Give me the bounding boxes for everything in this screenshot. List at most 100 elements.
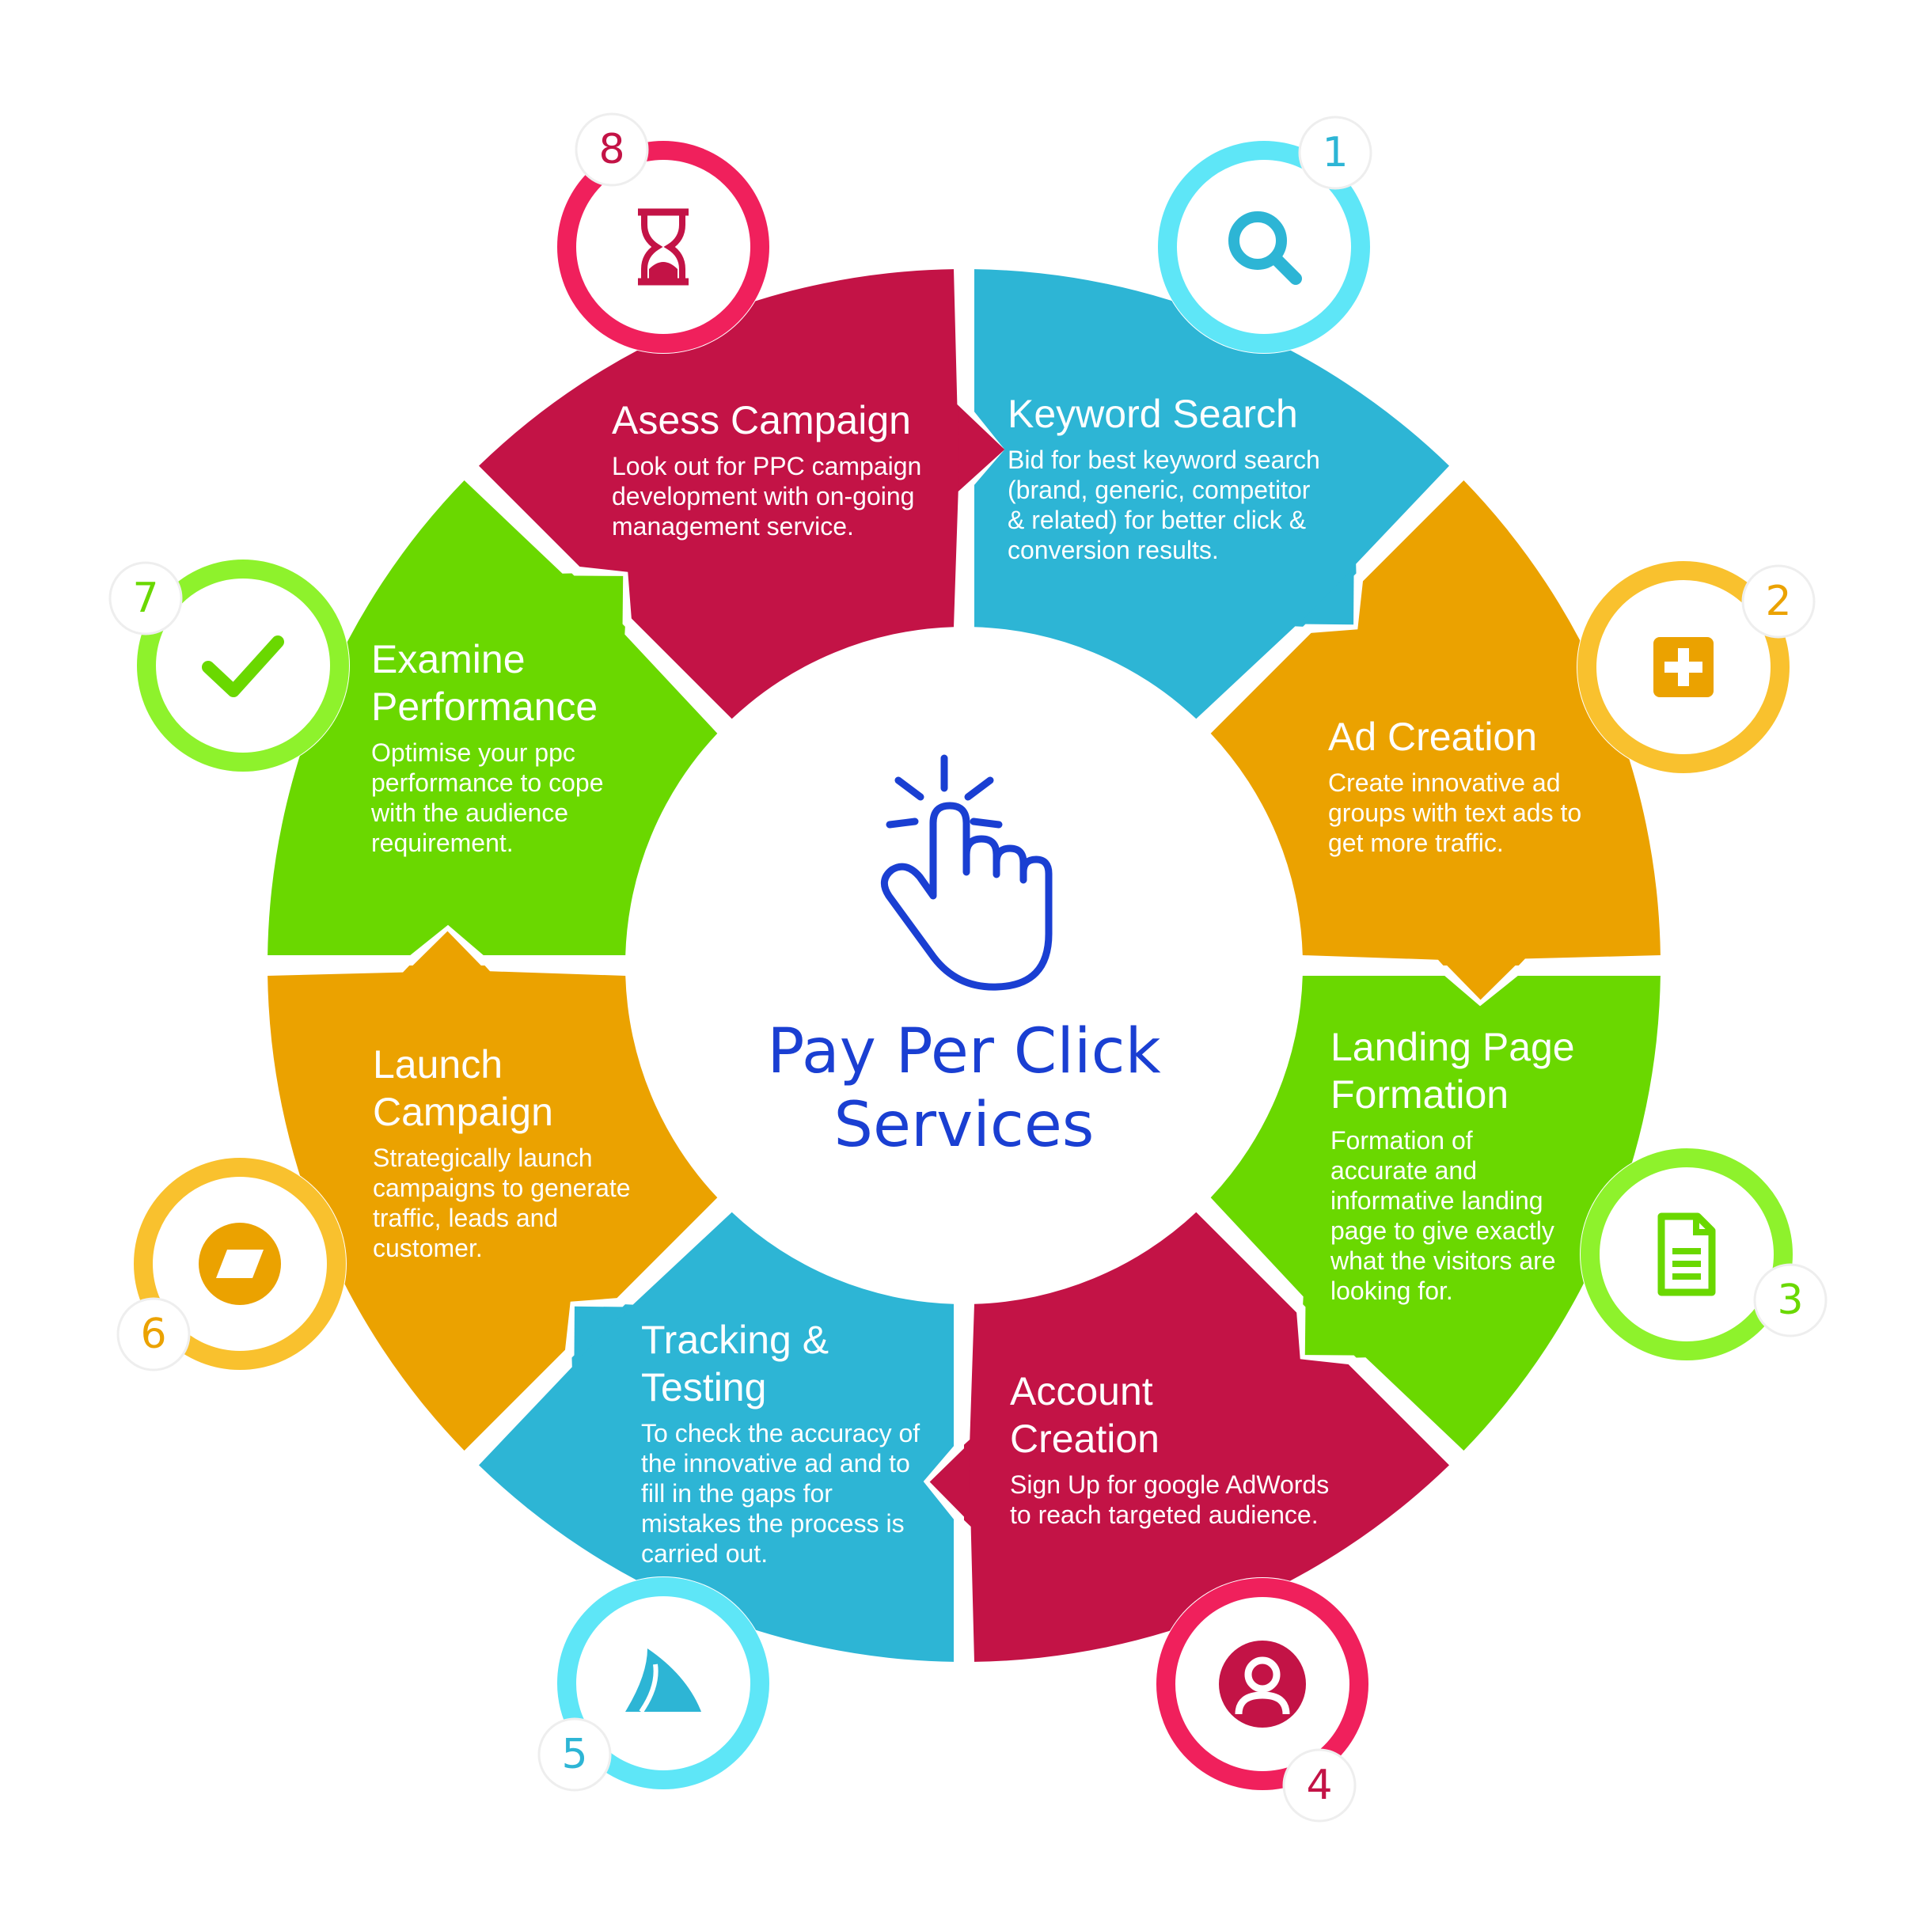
step-title: Creation [1010,1417,1160,1461]
step-number: 6 [140,1311,166,1358]
step-description-line: mistakes the process is [641,1509,905,1538]
badge-ring [1581,1148,1793,1360]
badge-ring [1577,561,1790,773]
step-description-line: Look out for PPC campaign [612,452,921,480]
step-title: Landing Page [1330,1025,1575,1069]
step-description-line: what the visitors are [1330,1246,1556,1275]
checkmark-icon [202,635,284,697]
badge-ring [557,1577,769,1789]
ring-segments [268,269,1661,1662]
segment-arrow [1441,959,1521,1000]
step-4-badge: 4 [1156,1577,1369,1823]
step-description-line: informative landing [1330,1186,1543,1215]
search-icon [1228,211,1302,285]
segment-arrow [1298,567,1354,625]
step-number-badge: 2 [1741,564,1816,639]
step-title: Testing [641,1365,766,1409]
step-number: 8 [598,126,624,173]
add-square-icon [1653,637,1714,697]
step-number: 7 [132,575,158,622]
center-hub: Pay Per Click Services [767,754,1161,1161]
segment-arrow [958,408,999,488]
step-description-line: groups with text ads to [1328,799,1581,827]
step-description-line: traffic, leads and [373,1204,558,1232]
step-description-line: performance to cope [371,768,604,797]
step-title: Asess Campaign [612,398,911,442]
shark-fin-icon [625,1648,701,1713]
step-title: Launch [373,1042,503,1087]
step-description-line: (brand, generic, competitor [1008,476,1311,504]
step-title: Formation [1330,1072,1509,1117]
step-1-badge: 1 [1157,116,1372,354]
step-description-line: customer. [373,1234,483,1262]
step-number: 3 [1777,1277,1803,1324]
step-number-badge: 8 [575,112,649,187]
step-description-line: conversion results. [1008,536,1219,564]
center-title-line-2: Services [834,1090,1095,1161]
step-title: Account [1010,1369,1153,1413]
step-description-line: Create innovative ad [1328,768,1561,797]
segment-arrow [929,1443,970,1523]
step-title: Campaign [373,1090,553,1134]
step-badges: 1 2 3 4 5 6 7 8 [108,112,1828,1823]
step-description-line: development with on-going [612,482,914,510]
step-description-line: page to give exactly [1330,1216,1554,1245]
segment-asess-campaign [479,269,1005,719]
step-description-line: fill in the gaps for [641,1479,833,1508]
center-title-line-1: Pay Per Click [767,1016,1160,1087]
step-number-badge: 3 [1753,1263,1828,1337]
step-2-badge: 2 [1577,560,1816,774]
step-description-line: Bid for best keyword search [1008,446,1320,474]
step-number-badge: 6 [116,1297,191,1371]
segment-arrow [407,931,487,972]
step-description-line: requirement. [371,829,514,857]
hourglass-icon [638,208,689,286]
step-6-badge: 6 [116,1157,347,1371]
segment-arrow [574,1306,630,1364]
step-number: 2 [1765,578,1791,625]
step-number: 5 [561,1731,587,1778]
step-7-badge: 7 [108,559,350,772]
step-description-line: & related) for better click & [1008,506,1306,534]
badge-ring [1156,1578,1368,1790]
step-title: Ad Creation [1328,715,1537,759]
step-title: Examine [371,637,526,681]
segment-launch-campaign [268,924,718,1451]
step-number-badge: 4 [1282,1748,1357,1823]
step-description-line: get more traffic. [1328,829,1504,857]
step-3-badge: 3 [1580,1148,1828,1361]
step-description-line: Strategically launch [373,1144,592,1172]
step-title: Keyword Search [1008,392,1298,436]
segment-arrow [566,575,624,632]
step-description-line: campaigns to generate [373,1174,631,1202]
parallelogram-circle-icon [199,1223,281,1305]
step-description-line: management service. [612,512,854,541]
badge-ring [137,560,349,772]
document-icon [1657,1212,1716,1296]
step-description-line: Formation of [1330,1126,1473,1155]
user-avatar-icon [1219,1641,1306,1728]
step-description-line: Optimise your ppc [371,738,575,767]
step-description-line: carried out. [641,1539,768,1568]
badge-ring [557,141,769,353]
step-description-line: to reach targeted audience. [1010,1500,1319,1529]
step-description-line: accurate and [1330,1156,1477,1185]
segment-arrow [1304,1299,1362,1356]
step-description-line: the innovative ad and to [641,1449,910,1478]
segment-account-creation [923,1212,1449,1662]
badge-ring [134,1158,346,1370]
step-description-line: looking for. [1330,1277,1453,1305]
step-description-line: Sign Up for google AdWords [1010,1470,1329,1499]
step-description-line: To check the accuracy of [641,1419,920,1447]
step-number-badge: 1 [1298,116,1372,190]
step-8-badge: 8 [556,112,770,354]
